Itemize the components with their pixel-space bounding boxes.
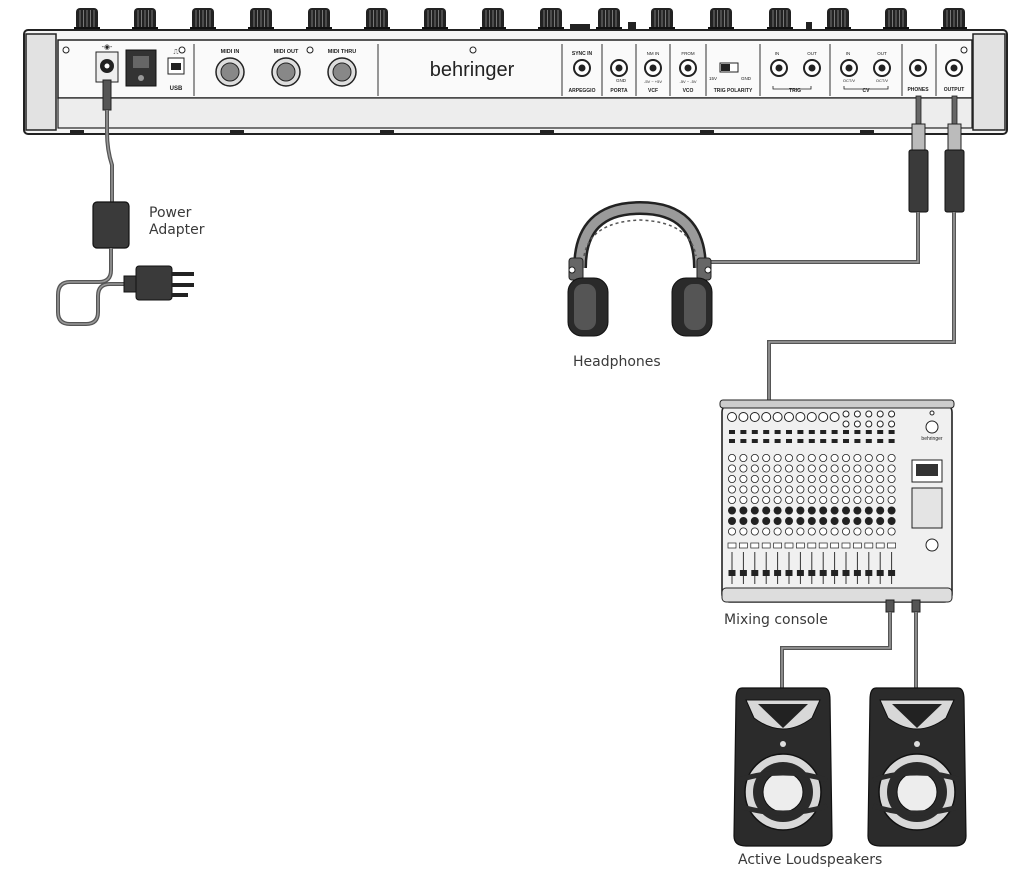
knob bbox=[649, 8, 675, 31]
svg-text:⎍: ⎍ bbox=[174, 49, 179, 56]
knob bbox=[941, 8, 967, 31]
svg-text:VCO: VCO bbox=[683, 88, 694, 94]
svg-text:PORTA: PORTA bbox=[610, 88, 628, 94]
knob-row bbox=[74, 8, 967, 31]
panel-detail bbox=[806, 22, 812, 30]
svg-text:TRIG POLARITY: TRIG POLARITY bbox=[714, 88, 753, 94]
svg-text:behringer: behringer bbox=[921, 436, 942, 442]
active-loudspeakers-label: Active Loudspeakers bbox=[738, 852, 882, 869]
knob bbox=[306, 8, 332, 31]
svg-text:USB: USB bbox=[170, 86, 183, 92]
output-cable bbox=[769, 96, 964, 404]
svg-text:OUT: OUT bbox=[877, 51, 887, 56]
knob bbox=[538, 8, 564, 31]
svg-text:-5V ~ +5V: -5V ~ +5V bbox=[644, 79, 662, 84]
knob bbox=[248, 8, 274, 31]
midi-thru-port: MIDI THRU bbox=[328, 49, 356, 86]
svg-text:-5V ~ -5V: -5V ~ -5V bbox=[679, 79, 696, 84]
power-switch bbox=[126, 50, 156, 86]
knob bbox=[596, 8, 622, 31]
knob bbox=[480, 8, 506, 31]
synth-rear-panel: -◉- ⎍ USB MIDI IN MIDI OUT bbox=[24, 30, 1007, 134]
svg-text:FROM: FROM bbox=[681, 51, 694, 56]
active-loudspeaker-icon bbox=[868, 688, 966, 846]
knob bbox=[708, 8, 734, 31]
panel-detail bbox=[628, 22, 636, 30]
headphones-icon bbox=[568, 208, 712, 336]
svg-text:OUTPUT: OUTPUT bbox=[944, 87, 965, 93]
svg-text:VCF: VCF bbox=[648, 88, 658, 94]
knob bbox=[422, 8, 448, 31]
svg-text:MIDI THRU: MIDI THRU bbox=[328, 49, 356, 55]
svg-text:GND: GND bbox=[616, 78, 627, 83]
svg-text:MIDI IN: MIDI IN bbox=[221, 49, 240, 55]
knob bbox=[767, 8, 793, 31]
svg-text:-◉-: -◉- bbox=[102, 44, 113, 51]
knob bbox=[190, 8, 216, 31]
svg-text:TRIG: TRIG bbox=[789, 88, 801, 94]
power-adapter-label-line2: Adapter bbox=[149, 222, 205, 239]
svg-text:ARPEGGIO: ARPEGGIO bbox=[569, 88, 596, 94]
svg-text:OUT: OUT bbox=[807, 51, 817, 56]
brand-logo: behringer bbox=[430, 59, 515, 81]
svg-text:IN: IN bbox=[775, 51, 780, 56]
svg-text:CV: CV bbox=[863, 88, 871, 94]
svg-text:NM IN: NM IN bbox=[647, 51, 660, 56]
svg-text:MIDI OUT: MIDI OUT bbox=[274, 49, 299, 55]
headphones-label: Headphones bbox=[573, 354, 661, 371]
svg-text:OCT/V: OCT/V bbox=[876, 78, 889, 83]
mixing-console-icon: behringer bbox=[720, 400, 954, 612]
power-adapter-label-line1: Power bbox=[149, 205, 191, 222]
knob bbox=[883, 8, 909, 31]
svg-text:SYNC IN: SYNC IN bbox=[572, 51, 593, 57]
active-loudspeaker-icon bbox=[734, 688, 832, 846]
knob bbox=[74, 8, 100, 31]
svg-text:15V: 15V bbox=[709, 76, 717, 81]
knob bbox=[364, 8, 390, 31]
knob bbox=[132, 8, 158, 31]
svg-text:GND: GND bbox=[741, 76, 752, 81]
svg-text:OCT/V: OCT/V bbox=[843, 78, 856, 83]
midi-out-port: MIDI OUT bbox=[272, 49, 300, 86]
svg-text:IN: IN bbox=[846, 51, 851, 56]
mixing-console-label: Mixing console bbox=[724, 612, 828, 629]
svg-text:PHONES: PHONES bbox=[907, 87, 929, 93]
knob bbox=[825, 8, 851, 31]
